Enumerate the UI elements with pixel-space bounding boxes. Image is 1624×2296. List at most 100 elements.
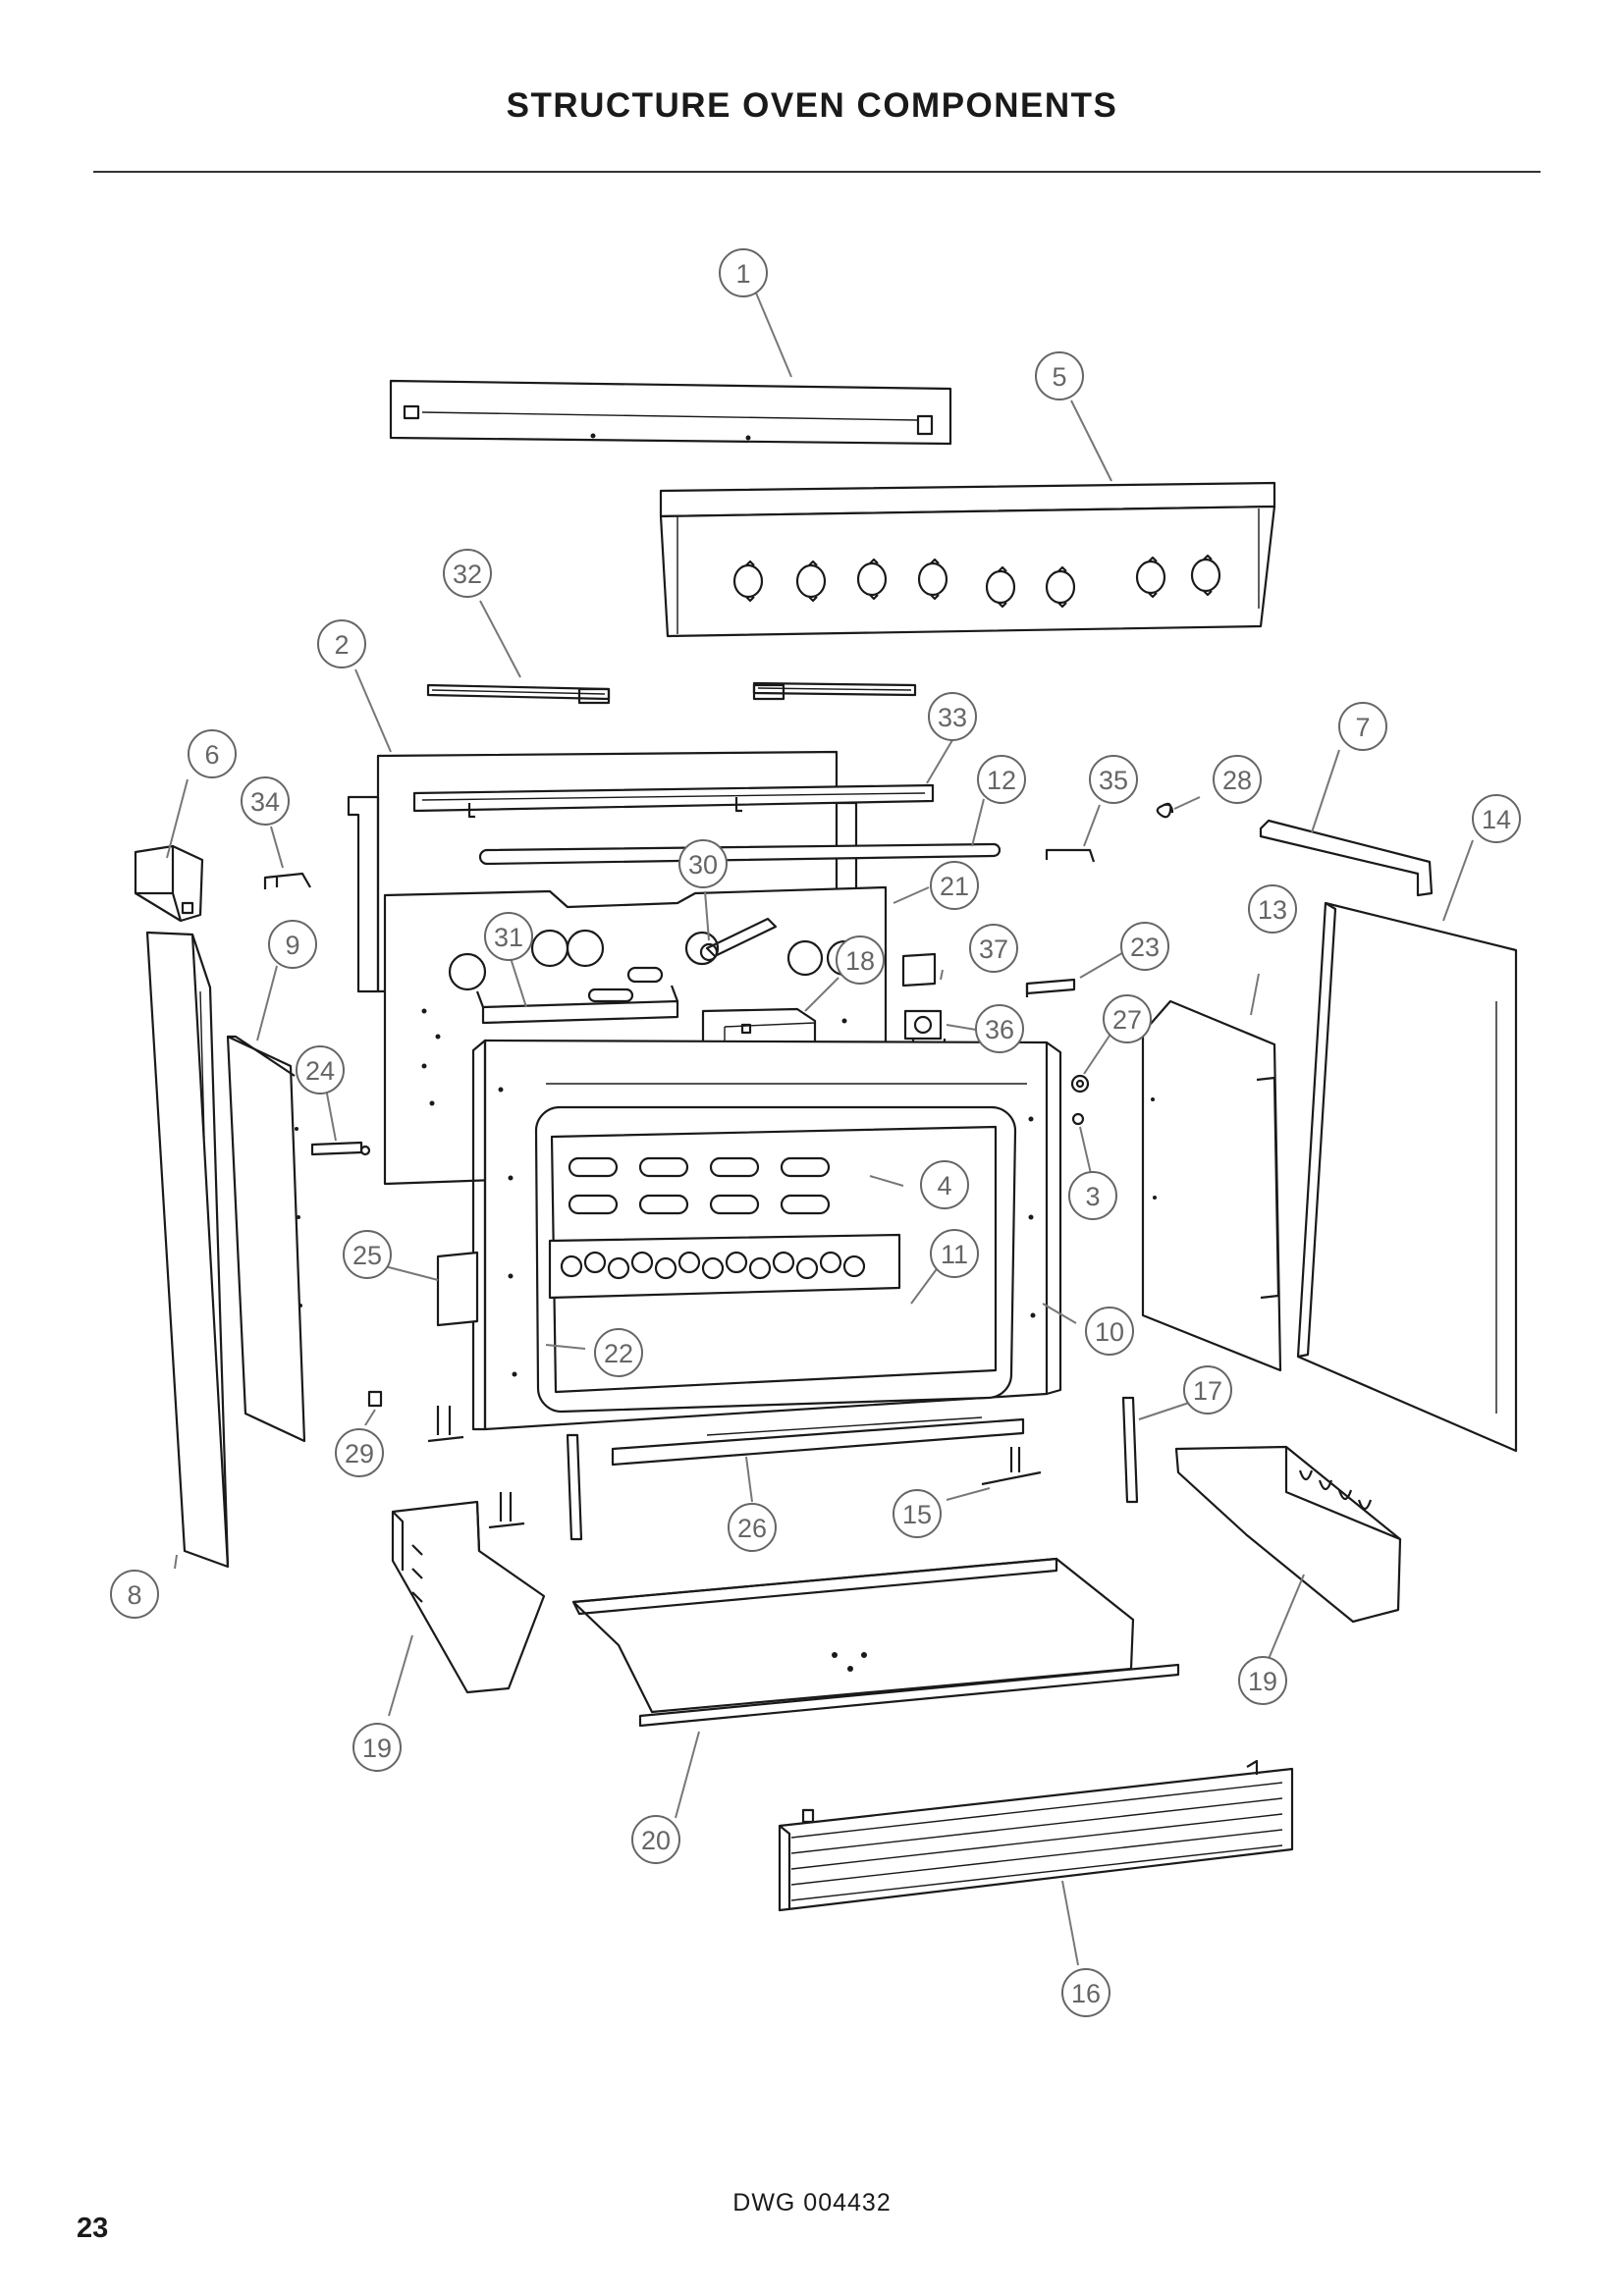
- callout-13: 13: [1248, 884, 1297, 934]
- callout-label: 9: [285, 931, 299, 960]
- callout-label: 19: [362, 1734, 392, 1763]
- callout-18: 18: [836, 935, 885, 985]
- callout-2: 2: [317, 619, 366, 668]
- part-side-strip-left: [436, 1251, 479, 1327]
- part-rear-bracket: [412, 783, 935, 819]
- callout-label: 26: [737, 1514, 767, 1543]
- callout-31: 31: [484, 912, 533, 961]
- callout-label: 13: [1258, 895, 1287, 925]
- callout-7: 7: [1338, 702, 1387, 751]
- part-top-trim: [389, 379, 952, 446]
- part-base-bracket-left: [391, 1500, 546, 1694]
- part-base-bracket-right: [1174, 1445, 1402, 1624]
- callout-label: 30: [688, 850, 718, 880]
- callout-label: 20: [641, 1826, 671, 1855]
- callout-label: 12: [987, 766, 1016, 795]
- callout-28: 28: [1213, 755, 1262, 804]
- part-small-bracket-right: [1025, 978, 1076, 997]
- callout-label: 24: [305, 1056, 335, 1086]
- part-kick-plate: [778, 1759, 1294, 1912]
- callout-32: 32: [443, 549, 492, 598]
- part-grommet-3: [1071, 1112, 1085, 1126]
- part-side-bracket-left: [134, 844, 204, 923]
- callout-label: 34: [250, 787, 280, 817]
- callout-34: 34: [241, 776, 290, 826]
- callout-10: 10: [1085, 1307, 1134, 1356]
- callout-4: 4: [920, 1160, 969, 1209]
- callout-36: 36: [975, 1004, 1024, 1053]
- callout-22: 22: [594, 1328, 643, 1377]
- callout-29: 29: [335, 1428, 384, 1477]
- part-grommet-27: [1070, 1074, 1090, 1094]
- drawing-number: DWG 004432: [732, 2189, 892, 2216]
- callout-label: 33: [938, 703, 967, 732]
- part-small-clip-right: [1045, 848, 1096, 863]
- callout-label: 6: [204, 740, 219, 770]
- callout-3: 3: [1068, 1171, 1117, 1220]
- part-front-trim: [611, 1416, 1025, 1467]
- part-hinge-pins: [427, 1406, 1042, 1529]
- callout-label: 11: [941, 1240, 968, 1269]
- callout-8: 8: [110, 1570, 159, 1619]
- callout-9: 9: [268, 920, 317, 969]
- part-bottom-tray: [571, 1557, 1180, 1728]
- callout-label: 1: [735, 259, 750, 289]
- callout-label: 19: [1248, 1667, 1277, 1696]
- callout-label: 18: [845, 946, 875, 976]
- callout-label: 29: [345, 1439, 374, 1468]
- callout-label: 3: [1085, 1182, 1100, 1211]
- callout-label: 10: [1095, 1317, 1124, 1347]
- part-right-hinge: [566, 1396, 1139, 1541]
- callout-label: 27: [1112, 1005, 1142, 1035]
- part-control-panel: [659, 481, 1276, 638]
- callout-12: 12: [977, 755, 1026, 804]
- callout-label: 21: [940, 872, 969, 901]
- callout-label: 22: [604, 1339, 633, 1368]
- part-channel-bracket: [475, 985, 679, 1025]
- leader-lines: [166, 290, 1474, 1966]
- callout-16: 16: [1061, 1968, 1110, 2017]
- callout-label: 2: [334, 630, 349, 660]
- part-oven-cavity: [471, 1039, 1062, 1431]
- title-divider: [93, 171, 1541, 173]
- callout-21: 21: [930, 861, 979, 910]
- callout-label: 31: [494, 923, 523, 952]
- knob-holes: [732, 554, 1221, 609]
- burner-port-plate: [548, 1233, 901, 1300]
- page-title: STRUCTURE OVEN COMPONENTS: [506, 86, 1118, 125]
- callout-label: 16: [1071, 1979, 1101, 2008]
- part-clip-29: [367, 1390, 383, 1408]
- callout-35: 35: [1089, 755, 1138, 804]
- callout-label: 32: [453, 560, 482, 589]
- callout-label: 36: [985, 1015, 1014, 1044]
- part-small-bracket-left: [310, 1141, 371, 1156]
- callout-37: 37: [969, 924, 1018, 973]
- part-right-inner-panel: [1141, 999, 1282, 1372]
- callout-label: 37: [979, 934, 1008, 964]
- callout-label: 23: [1130, 933, 1160, 962]
- part-small-clip-left: [263, 872, 311, 889]
- page-number: 23: [77, 2213, 109, 2244]
- part-burner-tube: [478, 842, 1001, 866]
- callout-label: 14: [1482, 805, 1511, 834]
- callout-1: 1: [719, 248, 768, 297]
- callout-14: 14: [1472, 794, 1521, 843]
- part-spring-clip: [1156, 802, 1174, 819]
- part-left-side-panel: [145, 931, 230, 1569]
- part-top-bracket-rail: [426, 681, 917, 705]
- callout-19-left: 19: [352, 1723, 402, 1772]
- callout-label: 35: [1099, 766, 1128, 795]
- callout-label: 4: [937, 1171, 951, 1201]
- callout-19-right: 19: [1238, 1656, 1287, 1705]
- callout-6: 6: [188, 729, 237, 778]
- callout-15: 15: [893, 1489, 942, 1538]
- callout-label: 17: [1193, 1376, 1222, 1406]
- part-igniter: [699, 917, 778, 962]
- callout-11: 11: [930, 1229, 979, 1278]
- callout-33: 33: [928, 692, 977, 741]
- callout-23: 23: [1120, 922, 1169, 971]
- callout-label: 8: [127, 1580, 141, 1610]
- callout-24: 24: [296, 1045, 345, 1095]
- callout-25: 25: [343, 1230, 392, 1279]
